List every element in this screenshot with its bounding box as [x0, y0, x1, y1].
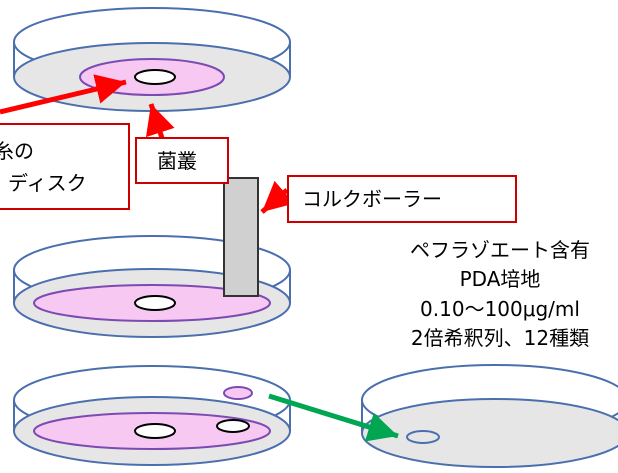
note-line-1: ペフラゾエート含有: [410, 238, 590, 262]
cork-borer-label-box: コルクボーラー: [287, 175, 517, 223]
cut-hole: [216, 419, 250, 433]
mycelium-label-box: 菌叢: [135, 137, 229, 184]
cork-borer: [223, 177, 259, 297]
mycelial-disk-3: [134, 423, 176, 439]
mycelium-arrow: [145, 103, 175, 139]
petri-dish-3: [13, 365, 291, 466]
petri-dish-1: [13, 7, 291, 112]
disk-arrow: [0, 74, 127, 115]
medium-note: ペフラゾエート含有 PDA培地 0.10〜100μg/ml 2倍希釈列、12種類: [410, 238, 590, 350]
lifted-disk: [223, 386, 253, 400]
note-line-2: PDA培地: [460, 267, 541, 291]
transfer-arrow: [268, 393, 399, 442]
transferred-disk: [406, 430, 440, 444]
disk-label-line2: ディスク: [8, 171, 87, 195]
mycelium-label: 菌叢: [157, 149, 197, 173]
petri-dish-2: [13, 235, 291, 338]
petri-dish-4: [361, 364, 618, 468]
note-line-3: 0.10〜100μg/ml: [420, 297, 580, 321]
note-line-4: 2倍希釈列、12種類: [411, 326, 589, 350]
disk-label-box: 菌糸の ディスク: [0, 123, 130, 210]
cork-borer-label: コルクボーラー: [302, 187, 442, 211]
mycelial-disk-2: [134, 295, 176, 311]
disk-label-line1: 菌糸の: [0, 139, 34, 163]
cork-borer-arrow: [260, 180, 295, 214]
mycelial-disk-1: [134, 69, 176, 85]
